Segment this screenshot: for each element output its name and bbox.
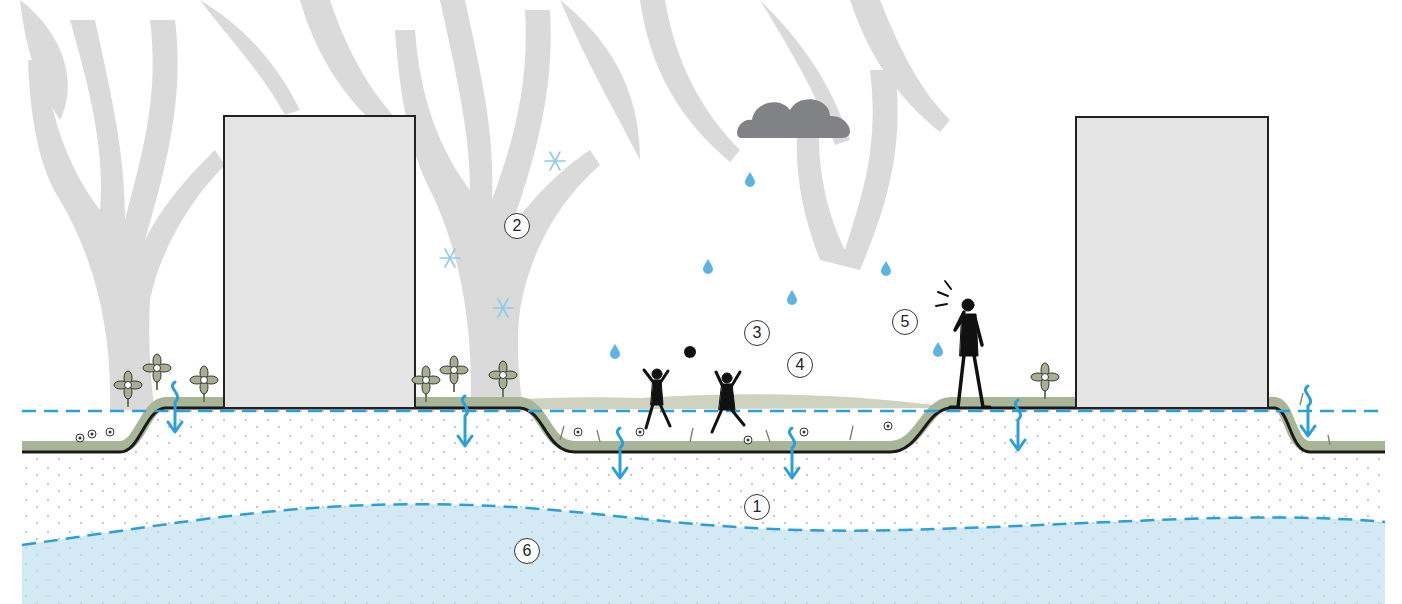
- callout-number: 4: [787, 352, 813, 378]
- callout-number: 3: [744, 320, 770, 346]
- callout-number: 1: [744, 494, 770, 520]
- callout-number: 2: [504, 213, 530, 239]
- callout-number: 5: [892, 309, 918, 335]
- callout-number: 6: [514, 538, 540, 564]
